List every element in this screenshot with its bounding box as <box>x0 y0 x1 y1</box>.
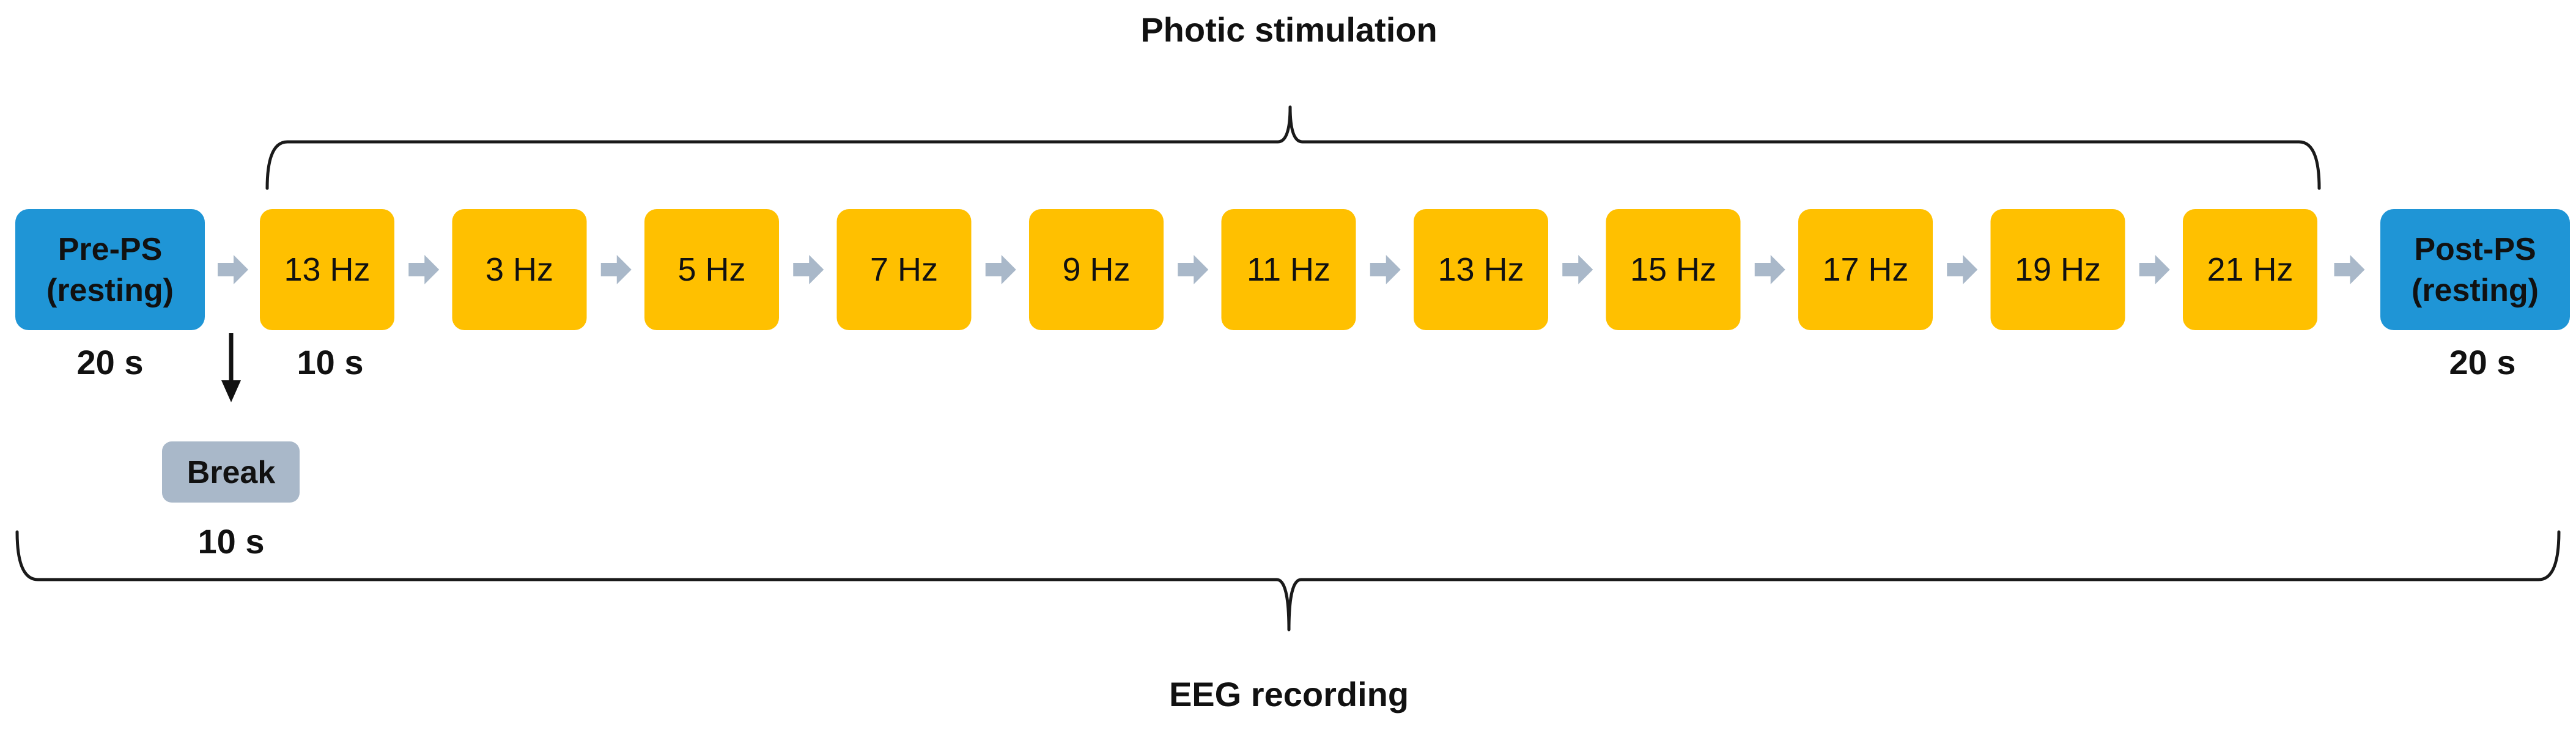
stimulus-label: 13 Hz <box>284 251 370 288</box>
pre-ps-rect <box>15 209 205 330</box>
stimulus-box: 21 Hz <box>2183 209 2317 330</box>
stimulus-label: 11 Hz <box>1247 251 1330 288</box>
stimulus-rect <box>2183 209 2317 330</box>
right-arrow-icon <box>2334 255 2365 284</box>
stimulus-label: 7 Hz <box>870 251 938 288</box>
pre-ps-box: Pre-PS (resting) <box>15 209 205 330</box>
post-ps-label: Post-PS <box>2414 232 2536 267</box>
stimulus-rect <box>1798 209 1933 330</box>
photic-stimulation-brace <box>265 105 2321 190</box>
right-arrow-icon <box>793 255 824 284</box>
right-arrow-icon <box>1562 255 1593 284</box>
stimulus-box: 17 Hz <box>1798 209 1933 330</box>
post-ps-box: Post-PS (resting) <box>2380 209 2570 330</box>
stimulus-rect <box>836 209 972 330</box>
break-box: Break <box>162 441 300 503</box>
stimulus-rect <box>1029 209 1164 330</box>
stimulus-label: 13 Hz <box>1437 251 1524 288</box>
eeg-recording-brace <box>15 530 2561 632</box>
stimulus-label: 15 Hz <box>1630 251 1716 288</box>
photic-stimulation-title: Photic stimulation <box>1140 10 1437 49</box>
right-arrow-icon <box>985 255 1016 284</box>
right-arrow-icon <box>1370 255 1401 284</box>
stimulus-box: 19 Hz <box>1990 209 2125 330</box>
right-arrow-icon <box>1754 255 1785 284</box>
eeg-recording-title: EEG recording <box>1169 675 1409 713</box>
stimulus-box: 13 Hz <box>1414 209 1548 330</box>
arrow-sequence <box>218 255 2365 284</box>
stimulus-duration: 10 s <box>297 343 364 382</box>
stimulus-box: 7 Hz <box>836 209 972 330</box>
break-label: Break <box>187 455 276 490</box>
post-ps-rect <box>2380 209 2570 330</box>
stimulus-label: 17 Hz <box>1822 251 1908 288</box>
right-arrow-icon <box>1178 255 1209 284</box>
stimulus-box: 11 Hz <box>1221 209 1356 330</box>
stimulus-rect <box>452 209 587 330</box>
stimulus-box: 15 Hz <box>1606 209 1741 330</box>
right-arrow-icon <box>1947 255 1978 284</box>
right-arrow-icon <box>2139 255 2170 284</box>
down-arrow-icon <box>221 333 241 402</box>
pre-ps-duration: 20 s <box>77 343 144 382</box>
post-ps-duration: 20 s <box>2449 343 2516 382</box>
stimulus-label: 5 Hz <box>677 251 745 288</box>
break-duration: 10 s <box>198 522 265 561</box>
stimulus-label: 3 Hz <box>485 251 553 288</box>
stimulus-rect <box>1990 209 2125 330</box>
pre-ps-sublabel: (resting) <box>46 273 174 308</box>
stimulus-rect <box>644 209 779 330</box>
stimulus-label: 21 Hz <box>2207 251 2293 288</box>
stimulus-box: 3 Hz <box>452 209 587 330</box>
stimulus-box: 5 Hz <box>644 209 779 330</box>
break-rect <box>162 441 300 503</box>
stimulus-rect <box>1606 209 1741 330</box>
stimulus-rect <box>1414 209 1548 330</box>
stimulus-box: 9 Hz <box>1029 209 1164 330</box>
stimulus-sequence: 13 Hz 3 Hz 5 Hz 7 Hz 9 Hz 11 Hz 13 Hz 15 Hz 17 H… <box>260 209 2317 330</box>
post-ps-sublabel: (resting) <box>2412 273 2539 308</box>
stimulus-label: 9 Hz <box>1062 251 1130 288</box>
right-arrow-icon <box>218 255 248 284</box>
stimulus-rect <box>260 209 394 330</box>
pre-ps-label: Pre-PS <box>58 232 163 267</box>
right-arrow-icon <box>600 255 632 284</box>
stimulus-box: 13 Hz <box>260 209 394 330</box>
stimulus-label: 19 Hz <box>2015 251 2101 288</box>
right-arrow-icon <box>408 255 440 284</box>
stimulus-rect <box>1221 209 1356 330</box>
